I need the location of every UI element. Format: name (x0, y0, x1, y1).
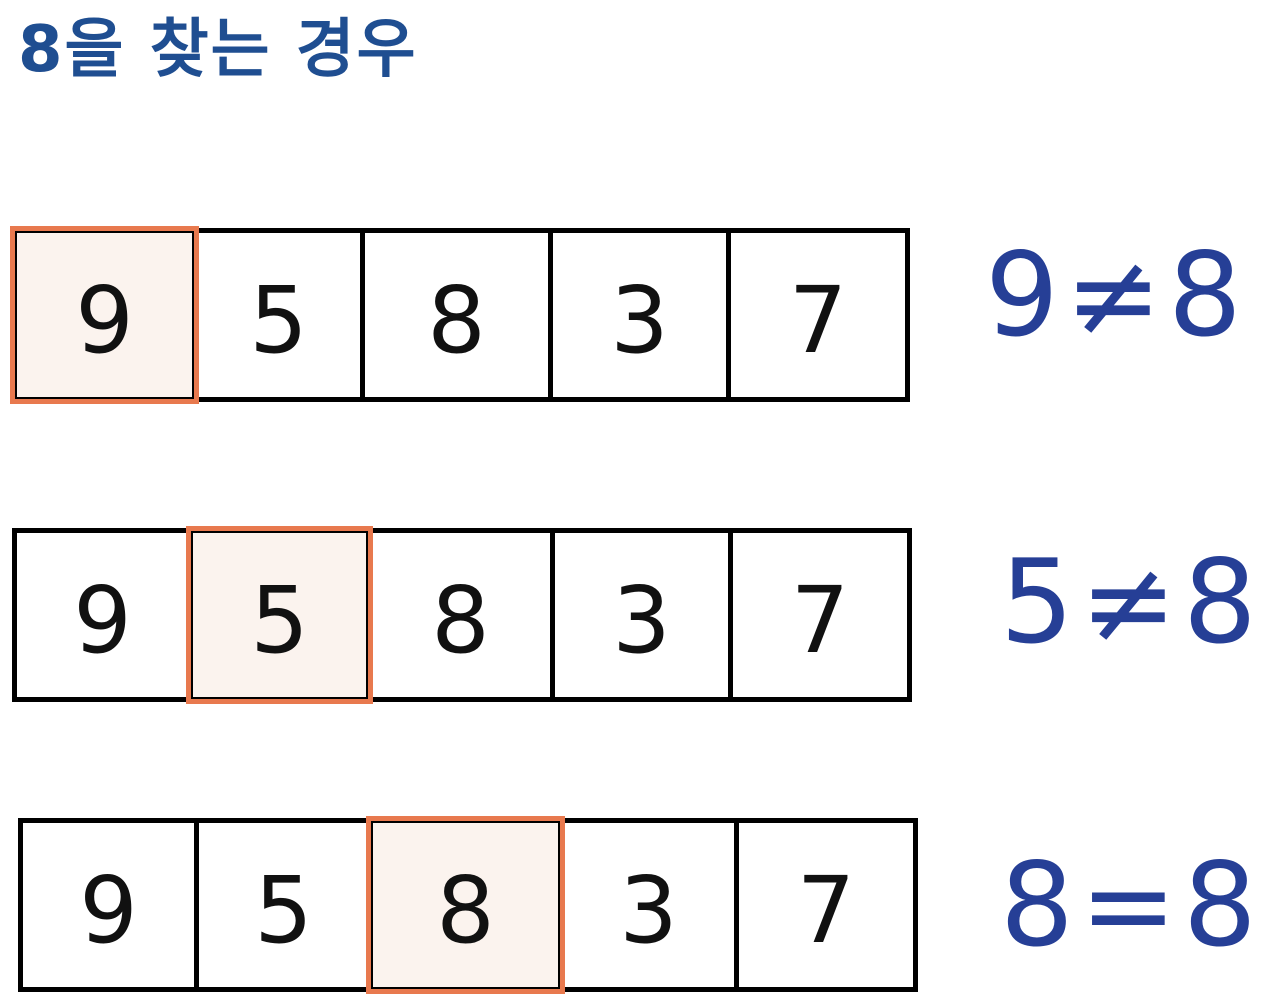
array-cell: 9 (18, 818, 194, 992)
array-cell: 3 (558, 818, 734, 992)
cell-value: 7 (788, 267, 848, 374)
cell-value: 5 (254, 857, 313, 964)
array-cell: 7 (726, 228, 910, 402)
array-cell-current: 9 (10, 226, 199, 404)
cell-value: 8 (436, 857, 495, 964)
array-cell: 3 (548, 228, 726, 402)
cell-value: 7 (796, 857, 856, 964)
cell-value: 3 (619, 857, 678, 964)
array-cell: 9 (12, 528, 188, 702)
array-cell: 5 (194, 818, 368, 992)
array-row-step-1: 9 5 8 3 7 (10, 226, 910, 404)
array-cell: 7 (728, 528, 912, 702)
comparison-step-1: 9≠8 (985, 228, 1248, 363)
cell-value: 8 (431, 567, 490, 674)
cell-value: 8 (427, 267, 486, 374)
cell-value: 3 (610, 267, 669, 374)
cell-value: 5 (250, 567, 309, 674)
array-row-step-2: 9 5 8 3 7 (12, 526, 912, 704)
cell-value: 3 (612, 567, 671, 674)
array-cell-current: 8 (366, 816, 565, 994)
page-title: 8을 찾는 경우 (18, 13, 418, 87)
cell-value: 9 (73, 567, 132, 674)
array-row-step-3: 9 5 8 3 7 (18, 816, 918, 994)
array-cell: 8 (366, 528, 550, 702)
array-cell-current: 5 (186, 526, 373, 704)
cell-value: 9 (75, 267, 134, 374)
cell-value: 7 (790, 567, 850, 674)
array-cell: 7 (734, 818, 918, 992)
array-cell: 5 (192, 228, 360, 402)
cell-value: 5 (249, 267, 308, 374)
comparison-step-3: 8=8 (1000, 838, 1263, 973)
comparison-step-2: 5≠8 (1000, 535, 1263, 670)
array-cell: 3 (550, 528, 728, 702)
array-cell: 8 (360, 228, 548, 402)
cell-value: 9 (79, 857, 138, 964)
